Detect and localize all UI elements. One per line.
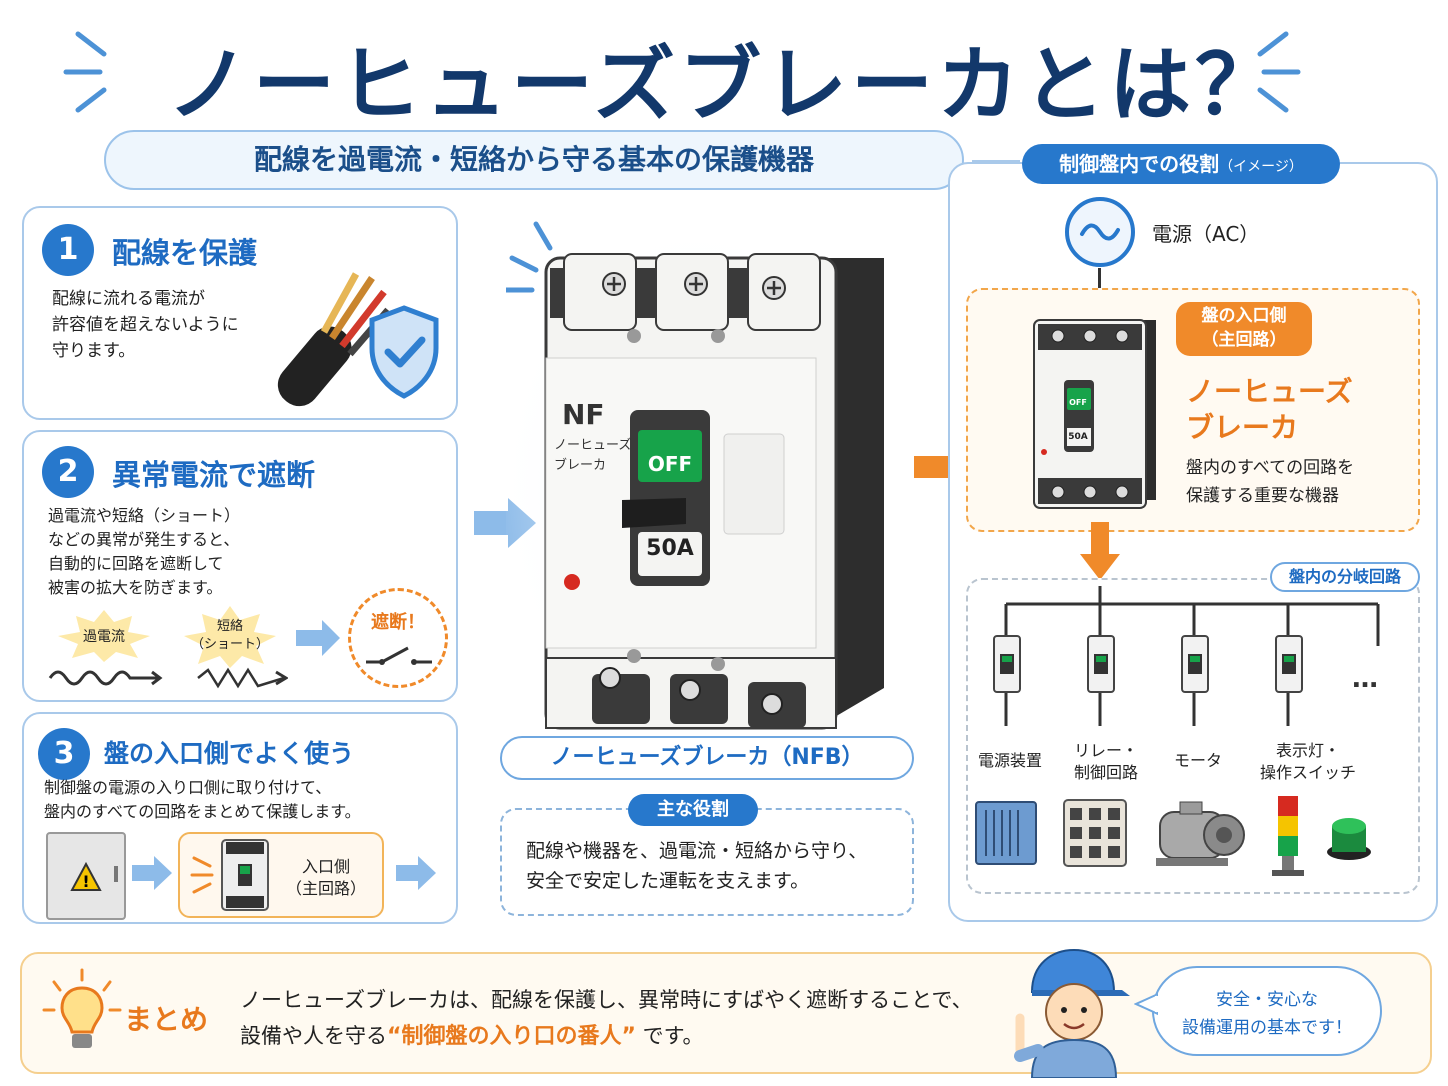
panel-breaker-icon — [1030, 310, 1160, 516]
page-title: ノーヒューズブレーカとは？ — [167, 38, 1281, 133]
summary-highlight: “制御盤の入り口の番人” — [387, 1024, 636, 1049]
branch-indicator: 表示灯・ 操作スイッチ — [1259, 741, 1356, 782]
step-number-3: 3 — [38, 728, 90, 780]
panel-nfb-name: ノーヒューズ ブレーカ — [1186, 375, 1353, 444]
role-text: 配線や機器を、過電流・短絡から守り、 安全で安定した運転を支えます。 — [526, 840, 868, 892]
card-body-2: 過電流や短絡（ショート） などの異常が発生すると、 自動的に回路を遮断して 被害… — [48, 506, 241, 597]
branch-wiring — [990, 586, 1410, 746]
panel-header-note: （イメージ） — [1219, 159, 1303, 175]
breaker-brand: NF — [562, 398, 605, 431]
page-subtitle: 配線を過電流・短絡から守る基本の保護機器 — [104, 130, 964, 190]
title-burst-right — [1244, 26, 1304, 116]
breaker-brand-sub: ノーヒューズ ブレーカ — [554, 438, 632, 473]
arrow-right-icon — [396, 856, 436, 890]
branch-relay: リレー・ 制御回路 — [1073, 741, 1138, 782]
switch-open-icon — [364, 644, 434, 668]
cable-icon — [272, 268, 392, 408]
shield-check-icon — [364, 300, 444, 400]
breaker-rating: 50A — [646, 536, 694, 561]
svg-text:!: ! — [82, 872, 89, 891]
cutoff-circle — [348, 588, 448, 688]
speech-bubble-text: 安全・安心な 設備運用の基本です！ — [1182, 990, 1352, 1038]
inlet-label: 入口側 （主回路） — [285, 857, 366, 898]
spark-icon — [190, 852, 218, 898]
power-label: 電源（AC） — [1152, 222, 1260, 246]
card-title-1: 配線を保護 — [112, 236, 258, 270]
panel-header-text: 制御盤内での役割 — [1059, 152, 1220, 176]
mini-breaker-icon — [220, 838, 270, 912]
relay-icon — [1062, 798, 1128, 868]
burst-icon — [54, 608, 154, 662]
breaker-switch-label: OFF — [647, 452, 693, 476]
card-title-3: 盤の入口側でよく使う — [104, 739, 355, 768]
step-number-1: 1 — [42, 224, 94, 276]
speech-bubble — [1152, 966, 1382, 1056]
more-branches: … — [1352, 664, 1378, 694]
burst-icon — [180, 604, 280, 668]
badge-cutoff: 遮断！ — [371, 612, 425, 633]
worker-mascot-icon — [1002, 938, 1142, 1079]
mini-rating: 50A — [1068, 432, 1088, 442]
lightbulb-icon — [40, 966, 124, 1058]
summary-line2-post: です。 — [635, 1024, 704, 1048]
card-body-1: 配線に流れる電流が 許容値を超えないように 守ります。 — [52, 289, 239, 361]
arrow-right-icon — [132, 856, 172, 890]
summary-line1: ノーヒューズブレーカは、配線を保護し、異常時にすばやく遮断することで、 — [240, 988, 973, 1012]
panel-header-line — [972, 160, 1020, 162]
mini-switch-label: OFF — [1069, 398, 1087, 407]
panel-header: 制御盤内での役割（イメージ） — [1022, 144, 1340, 184]
card-title-2: 異常電流で遮断 — [112, 458, 316, 492]
inlet-tag: 盤の入口側 （主回路） — [1176, 302, 1312, 356]
inlet-box — [178, 832, 384, 918]
wave-icon — [48, 666, 289, 690]
step-number-2: 2 — [42, 446, 94, 498]
role-title: 主な役割 — [628, 794, 758, 826]
panel-nfb-desc: 盤内のすべての回路を 保護する重要な機器 — [1186, 458, 1355, 506]
badge-short: 短絡 （ショート） — [190, 619, 269, 652]
power-supply-icon — [972, 796, 1040, 868]
summary-line2: 設備や人を守る“制御盤の入り口の番人” です。 — [240, 1018, 704, 1050]
branch-power-supply: 電源装置 — [977, 751, 1042, 770]
motor-icon — [1152, 798, 1246, 870]
title-burst-left — [60, 26, 120, 116]
badge-overcurrent: 過電流 — [83, 629, 125, 645]
arrow-right-icon — [296, 620, 340, 656]
control-panel-icon: ! — [46, 832, 126, 920]
indicator-lamp-icon — [1268, 794, 1308, 878]
card-cutoff: 2 異常電流で遮断 過電流や短絡（ショート） などの異常が発生すると、 自動的に… — [22, 430, 458, 702]
arrow-down-icon — [1080, 522, 1120, 582]
ac-source-icon — [1064, 196, 1136, 268]
card-inlet: 3 盤の入口側でよく使う 制御盤の電源の入り口側に取り付けて、 盤内のすべての回… — [22, 712, 458, 924]
branch-label: 盤内の分岐回路 — [1270, 562, 1420, 592]
push-button-icon — [1324, 812, 1374, 862]
branch-motor: モータ — [1173, 751, 1222, 770]
card-protect-wiring: 1 配線を保護 配線に流れる電流が 許容値を超えないように 守ります。 — [22, 206, 458, 420]
summary-label: まとめ — [124, 1003, 209, 1036]
summary-line2-pre: 設備や人を守る — [240, 1024, 387, 1048]
breaker-illustration — [496, 218, 896, 758]
card-body-3: 制御盤の電源の入り口側に取り付けて、 盤内のすべての回路をまとめて保護します。 — [44, 778, 361, 821]
breaker-name-label: ノーヒューズブレーカ（NFB） — [500, 736, 914, 780]
